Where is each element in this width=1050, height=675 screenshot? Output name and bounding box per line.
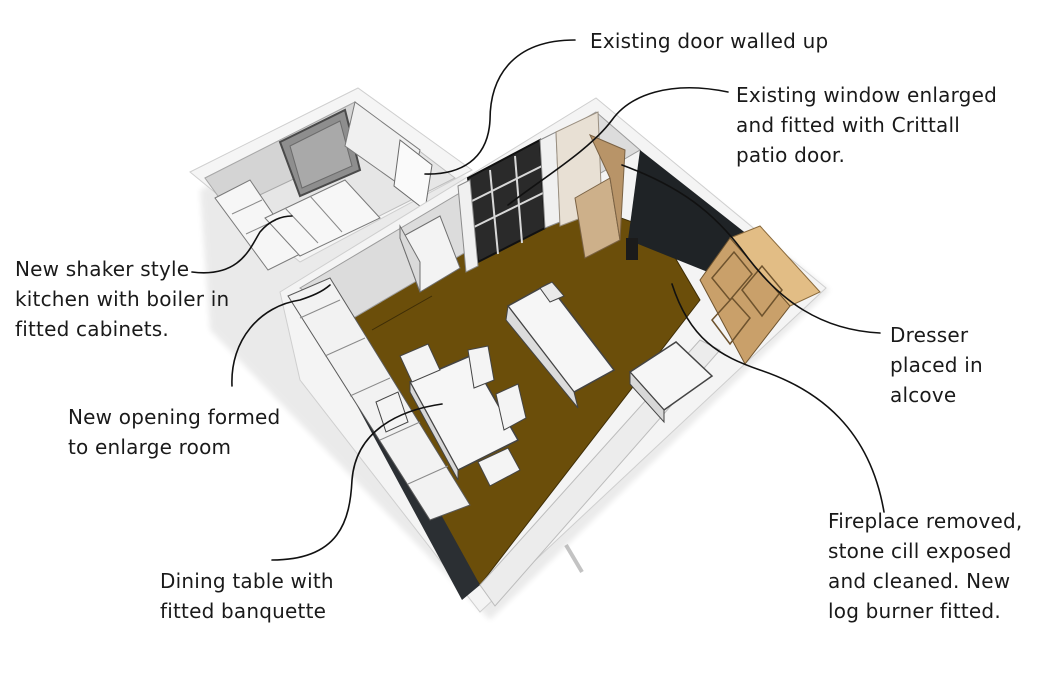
annotation-line: log burner fitted. [828, 599, 1001, 623]
annotation-line: fitted banquette [160, 599, 327, 623]
annotation-line: New shaker style [15, 257, 190, 281]
dresser-front [699, 237, 791, 365]
dresser-door [711, 296, 751, 346]
sofa-arm [539, 281, 565, 303]
leader-dresser [621, 164, 881, 334]
leader-window-enlarged [507, 86, 729, 206]
ground-shadow [564, 543, 584, 574]
kitchen-window-glass [289, 120, 353, 189]
annotation-line: Dresser [890, 323, 969, 347]
annotation-line: Dining table with [160, 569, 334, 593]
banquette-run [287, 277, 471, 521]
kitchen-wing [189, 87, 473, 271]
dining-chair [399, 343, 441, 383]
dining-table-edge [409, 381, 459, 481]
door-transom [469, 165, 543, 203]
cabinet-line [309, 195, 343, 233]
annotation-line: stone cill exposed [828, 539, 1012, 563]
cabinet-line [284, 207, 319, 244]
cabinet-line [324, 337, 366, 357]
annotation-line: kitchen with boiler in [15, 287, 230, 311]
leader-dining [271, 403, 443, 561]
dining-chair [467, 345, 495, 389]
dresser-door [711, 250, 753, 302]
leader-kitchen [191, 215, 293, 274]
annotation-line: Existing door walled up [590, 29, 829, 53]
tall-cabinet-side [399, 224, 421, 293]
annotation-fireplace: Fireplace removed, stone cill exposed an… [828, 506, 1022, 626]
cabinet-line [379, 421, 421, 441]
annotation-dining-table: Dining table with fitted banquette [160, 566, 334, 626]
annotation-line: New opening formed [68, 405, 281, 429]
door-transom [471, 192, 544, 229]
kitchen-front-counter [264, 179, 381, 257]
leader-door-walled [424, 39, 576, 175]
annotation-window-enlarged: Existing window enlarged and fitted with… [736, 80, 997, 170]
door-mullion [489, 169, 499, 255]
annotation-shaker-kitchen: New shaker style kitchen with boiler in … [15, 254, 229, 344]
cabinet-line [299, 299, 341, 319]
dresser-door [741, 264, 783, 318]
new-opening-line [371, 295, 433, 331]
dining-chair [375, 391, 409, 433]
annotation-line: alcove [890, 383, 957, 407]
main-room [279, 97, 827, 613]
dining-chair [495, 383, 527, 431]
annotation-line: fitted cabinets. [15, 317, 169, 341]
door-frame-post [457, 179, 479, 273]
annotation-line: and cleaned. New [828, 569, 1011, 593]
cabinet-line [407, 465, 449, 485]
armchair-side [629, 370, 665, 424]
cabinet-line [231, 199, 263, 215]
annotation-line: Existing window enlarged [736, 83, 997, 107]
fireplace-top [588, 134, 626, 241]
annotation-line: patio door. [736, 143, 846, 167]
door-mullion [514, 155, 523, 244]
annotation-door-walled: Existing door walled up [590, 26, 828, 56]
annotation-line: and fitted with Crittall [736, 113, 961, 137]
leader-fireplace [671, 283, 885, 513]
annotation-line: to enlarge room [68, 435, 232, 459]
leader-lines [191, 39, 885, 561]
sofa-back [505, 304, 579, 409]
log-burner [626, 238, 638, 260]
annotation-line: placed in [890, 353, 983, 377]
dining-chair [477, 447, 521, 487]
leader-new-opening [231, 284, 331, 387]
annotation-dresser: Dresser placed in alcove [890, 320, 983, 410]
annotation-new-opening: New opening formed to enlarge room [68, 402, 280, 462]
annotation-line: Fireplace removed, [828, 509, 1023, 533]
cabinet-line [349, 377, 391, 397]
